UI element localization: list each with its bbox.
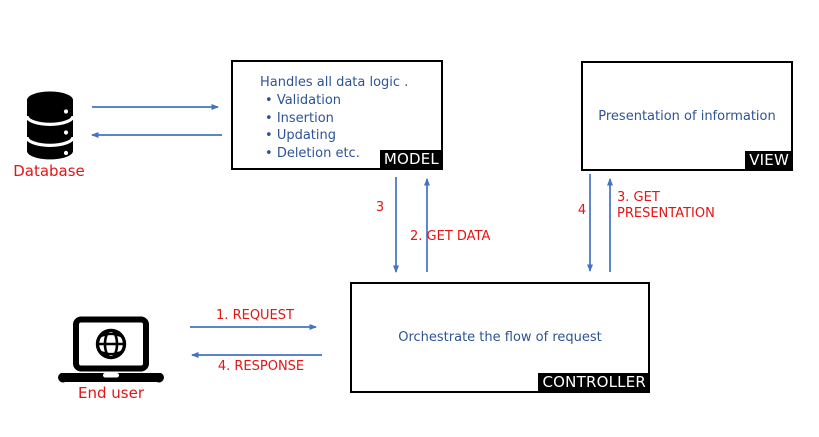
controller-box: Orchestrate the flow of request CONTROLL… [350, 282, 650, 393]
controller-tag: CONTROLLER [538, 373, 650, 393]
database-label: Database [13, 162, 85, 180]
request-edge-label: 1. REQUEST [216, 308, 294, 323]
model-bullet-item: Insertion [260, 110, 435, 128]
model-return-edge-label: 3 [375, 200, 385, 215]
view-text: Presentation of information [598, 108, 776, 124]
model-title: Handles all data logic . [260, 75, 409, 90]
bullet-icon [265, 146, 277, 161]
model-bullet-item: Validation [260, 92, 435, 110]
view-box: Presentation of information VIEW [581, 61, 793, 171]
get-data-edge-label: 2. GET DATA [410, 229, 491, 244]
laptop-globe-icon [57, 313, 165, 385]
response-edge-label: 4. RESPONSE [217, 359, 305, 374]
controller-text: Orchestrate the flow of request [398, 330, 602, 345]
model-box: Handles all data logic . Validation Inse… [231, 60, 443, 170]
view-tag: VIEW [745, 151, 793, 171]
bullet-icon [265, 93, 277, 108]
database-icon [25, 91, 75, 161]
bullet-icon [265, 128, 277, 143]
model-bullet-item: Updating [260, 127, 435, 145]
view-return-edge-label: 4 [577, 203, 587, 218]
model-tag: MODEL [379, 150, 443, 170]
end-user-label: End user [78, 384, 144, 402]
get-presentation-edge-label: 3. GET PRESENTATION [617, 190, 715, 221]
model-bullet-item: Deletion etc. [260, 145, 435, 163]
bullet-icon [265, 111, 277, 126]
